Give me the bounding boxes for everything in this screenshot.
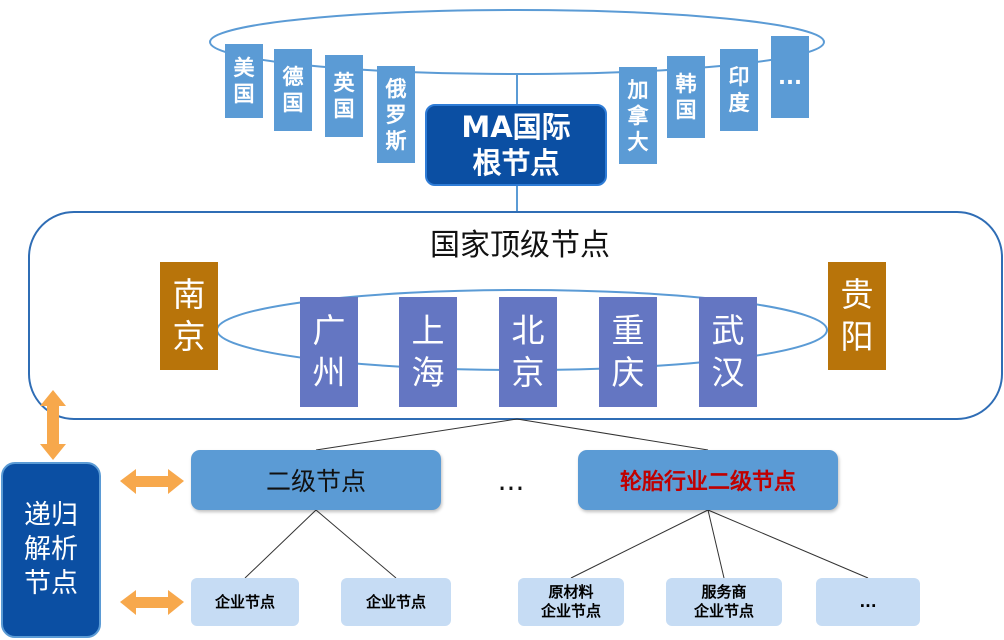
enterprise-node-more: ... bbox=[816, 578, 920, 626]
tree-line-left bbox=[315, 418, 518, 451]
city-wuhan: 武汉 bbox=[699, 297, 757, 407]
tire-industry-level2-node: 轮胎行业二级节点 bbox=[578, 450, 838, 510]
country-korea-label: 韩国 bbox=[675, 72, 697, 122]
root-node-line2: 根节点 bbox=[472, 146, 560, 180]
country-russia: 俄罗斯 bbox=[377, 66, 415, 163]
national-title: 国家顶级节点 bbox=[430, 228, 610, 263]
city-wuhan-label: 武汉 bbox=[711, 311, 745, 392]
recursive-line3: 节点 bbox=[24, 568, 78, 599]
city-guangzhou: 广州 bbox=[300, 297, 358, 407]
country-india: 印度 bbox=[720, 49, 758, 131]
enterprise-node-1-label: 企业节点 bbox=[214, 592, 275, 611]
level2-node-label: 二级节点 bbox=[265, 467, 366, 496]
recursive-line2: 解析 bbox=[24, 534, 78, 565]
recursive-resolution-node: 递归 解析 节点 bbox=[1, 462, 101, 638]
enterprise-node-1: 企业节点 bbox=[191, 578, 299, 626]
country-canada: 加拿大 bbox=[619, 67, 657, 164]
country-uk-label: 英国 bbox=[333, 71, 355, 121]
country-us-label: 美国 bbox=[233, 56, 255, 106]
enterprise-node-2-label: 企业节点 bbox=[365, 592, 426, 611]
country-more-label: ... bbox=[778, 65, 802, 89]
tree-line-l2-left-a bbox=[244, 509, 317, 579]
level2-ellipsis: ... bbox=[497, 464, 525, 497]
country-uk: 英国 bbox=[325, 55, 363, 137]
tree-line-right bbox=[516, 418, 709, 451]
double-arrow-enterprise bbox=[120, 590, 184, 615]
tree-line-l2-right-c bbox=[707, 509, 869, 579]
level2-node: 二级节点 bbox=[191, 450, 441, 510]
city-shanghai: 上海 bbox=[399, 297, 457, 407]
country-ring bbox=[209, 9, 825, 75]
city-chongqing-label: 重庆 bbox=[611, 311, 645, 392]
country-russia-label: 俄罗斯 bbox=[385, 76, 407, 153]
tree-line-l2-right-a bbox=[570, 509, 709, 579]
country-more: ... bbox=[771, 36, 809, 118]
service-provider-line1: 服务商 bbox=[701, 583, 747, 601]
city-guiyang-label: 贵阳 bbox=[840, 275, 874, 356]
root-node: MA国际 根节点 bbox=[425, 104, 607, 186]
city-chongqing: 重庆 bbox=[599, 297, 657, 407]
raw-material-line2: 企业节点 bbox=[540, 602, 601, 620]
country-germany: 德国 bbox=[274, 49, 312, 131]
country-us: 美国 bbox=[225, 44, 263, 118]
enterprise-node-2: 企业节点 bbox=[341, 578, 451, 626]
city-nanjing: 南京 bbox=[160, 262, 218, 370]
city-beijing-label: 北京 bbox=[511, 311, 545, 392]
tree-line-l2-left-b bbox=[315, 509, 397, 579]
tree-line-l2-right-b bbox=[707, 509, 725, 579]
country-india-label: 印度 bbox=[728, 65, 750, 115]
country-korea: 韩国 bbox=[667, 56, 705, 138]
raw-material-line1: 原材料 bbox=[548, 583, 594, 601]
city-guiyang: 贵阳 bbox=[828, 262, 886, 370]
city-guangzhou-label: 广州 bbox=[312, 311, 346, 392]
tire-industry-level2-label: 轮胎行业二级节点 bbox=[619, 470, 796, 495]
service-provider-enterprise-node: 服务商 企业节点 bbox=[666, 578, 782, 626]
recursive-line1: 递归 bbox=[24, 500, 78, 531]
root-node-line1: MA国际 bbox=[461, 110, 571, 144]
double-arrow-level2 bbox=[120, 469, 184, 494]
city-shanghai-label: 上海 bbox=[411, 311, 445, 392]
vertical-double-arrow bbox=[40, 390, 66, 460]
country-germany-label: 德国 bbox=[282, 65, 304, 115]
country-canada-label: 加拿大 bbox=[627, 77, 649, 154]
city-beijing: 北京 bbox=[499, 297, 557, 407]
raw-material-enterprise-node: 原材料 企业节点 bbox=[518, 578, 624, 626]
enterprise-node-more-label: ... bbox=[859, 592, 877, 611]
city-nanjing-label: 南京 bbox=[172, 275, 206, 356]
service-provider-line2: 企业节点 bbox=[693, 602, 754, 620]
